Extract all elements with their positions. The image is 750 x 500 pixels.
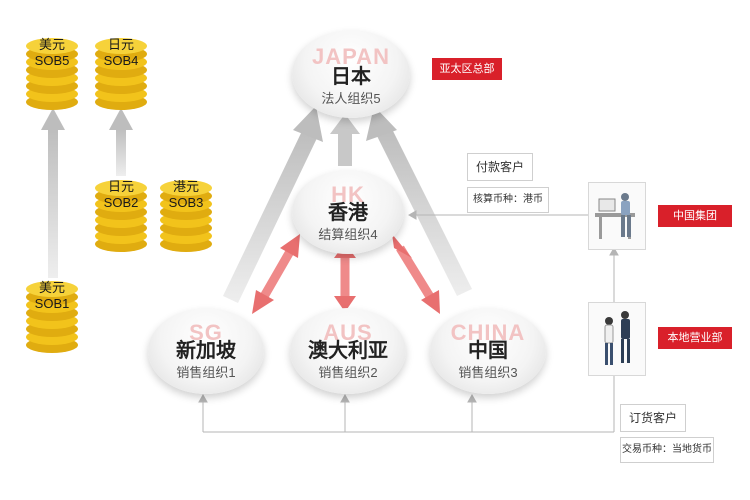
order-currency-detail: 交易币种：当地货币: [620, 437, 714, 463]
coin-stack-sob4: [95, 38, 147, 110]
node-bg-text: AUS: [323, 320, 373, 345]
node-subtitle: 销售组织3: [458, 365, 518, 380]
business-people-icon: [588, 302, 646, 376]
arrow-china-hk: [392, 234, 440, 314]
coin-currency: 港元: [172, 179, 199, 194]
node-sg: SG 新加坡 销售组织1: [148, 308, 264, 394]
tag-apac-hq: 亚太区总部: [432, 58, 502, 80]
payment-currency-detail: 核算币种：港币: [467, 187, 549, 213]
node-bg-text: HK: [331, 182, 365, 207]
connector-order-customer: [198, 374, 615, 433]
node-subtitle: 结算组织4: [318, 227, 378, 242]
arrow-china-to-japan: [366, 106, 472, 296]
node-bg-text: JAPAN: [312, 44, 390, 69]
node-subtitle: 销售组织1: [176, 365, 236, 380]
node-china: CHINA 中国 销售组织3: [430, 308, 546, 394]
coin-stack-sob3: [160, 180, 212, 252]
coin-stack-sob1: [26, 281, 78, 353]
payment-customer-title: 付款客户: [467, 153, 533, 181]
arrow-sg-to-japan: [223, 106, 323, 303]
coin-sob4: 日元 SOB4: [99, 37, 143, 69]
coin-arrow-sob1-to-sob5: [41, 108, 65, 278]
coin-sob: SOB3: [168, 195, 204, 210]
node-bg-text: CHINA: [450, 320, 526, 345]
tag-china-group: 中国集团: [658, 205, 732, 227]
coin-sob2: 日元 SOB2: [99, 179, 143, 211]
coin-currency: 美元: [38, 280, 65, 295]
node-title: 香港: [328, 202, 368, 224]
tag-local-sales: 本地营业部: [658, 327, 732, 349]
node-hk: HK 香港 结算组织4: [292, 170, 404, 254]
node-title: 新加坡: [176, 340, 236, 362]
coin-sob5: 美元 SOB5: [30, 37, 74, 69]
node-title: 日本: [331, 66, 371, 88]
coin-sob1: 美元 SOB1: [30, 280, 74, 312]
node-title: 中国: [468, 340, 508, 362]
node-subtitle: 销售组织2: [318, 365, 378, 380]
coin-stack-sob5: [26, 38, 78, 110]
node-aus: AUS 澳大利亚 销售组织2: [290, 308, 406, 394]
node-bg-text: SG: [189, 320, 223, 345]
coin-arrow-sob2-to-sob4: [109, 108, 133, 176]
coin-sob: SOB5: [34, 53, 70, 68]
connector-local-sales-to-china-group: [609, 246, 619, 302]
coin-sob: SOB1: [34, 296, 70, 311]
coin-currency: 日元: [107, 37, 134, 52]
node-title: 澳大利亚: [308, 340, 388, 362]
arrow-hk-to-japan: [330, 114, 360, 166]
coin-sob: SOB4: [103, 53, 139, 68]
coin-sob3: 港元 SOB3: [164, 179, 208, 211]
person-at-desk-icon: [588, 182, 646, 250]
node-subtitle: 法人组织5: [321, 91, 381, 106]
coin-currency: 日元: [107, 179, 134, 194]
connector-china-group-to-hk: [407, 210, 590, 220]
order-customer-title: 订货客户: [620, 404, 686, 432]
coin-sob: SOB2: [103, 195, 139, 210]
node-japan: JAPAN 日本 法人组织5: [292, 30, 410, 118]
coin-stack-sob2: [95, 180, 147, 252]
coin-currency: 美元: [38, 37, 65, 52]
arrow-sg-hk: [252, 234, 300, 314]
